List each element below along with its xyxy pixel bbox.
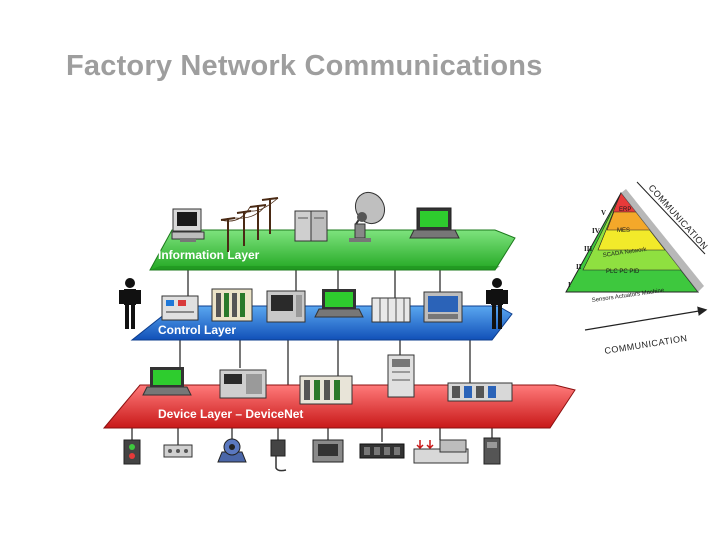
plc-rack-icon [211, 288, 253, 322]
terminal-block-icon [359, 443, 405, 459]
pyramid-level-plc: PLC PC PID [606, 269, 640, 275]
pyramid-level-erp: ERP [619, 207, 631, 213]
laptop-icon [314, 289, 364, 318]
pyramid-level-mes: MES [617, 228, 630, 234]
device-layer-upper [142, 354, 513, 405]
controller-rack-icon [371, 297, 411, 323]
info-devices [171, 191, 460, 252]
motor-starter-icon [312, 439, 344, 463]
communication-label-bottom: COMMUNICATION [604, 333, 688, 356]
control-layer-label: Control Layer [158, 323, 236, 337]
communication-arrow-top [636, 181, 706, 255]
satellite-dish-icon [349, 191, 386, 242]
connector-lines [131, 243, 493, 445]
person-icon [486, 278, 508, 329]
sensor-module-icon [163, 444, 193, 458]
communication-pyramid: ERP MES SCADA Network PLC PC PID Sensors… [565, 189, 704, 304]
information-layer-label: Information Layer [158, 248, 260, 262]
laptop-icon [142, 367, 192, 396]
drive-unit-icon [483, 437, 501, 465]
control-devices [161, 288, 463, 323]
workstation-icon [171, 208, 205, 242]
server-rack-icon [294, 210, 328, 242]
drive-panel-icon [219, 369, 267, 399]
hmi-panel-icon [266, 290, 306, 323]
person-icon [119, 278, 141, 329]
laptop-icon [409, 207, 460, 239]
valve-manifold-icon [413, 439, 469, 464]
proximity-sensor-icon [270, 439, 287, 472]
pyramid-roman-2: II [576, 263, 582, 271]
drive-cabinet-icon [387, 354, 415, 398]
field-devices [123, 437, 501, 472]
io-module-icon [447, 382, 513, 402]
information-layer: Information Layer [149, 229, 516, 271]
operator-terminal-icon [423, 291, 463, 323]
pyramid-roman-4: IV [592, 227, 600, 235]
power-line-icon [220, 197, 279, 252]
push-button-station-icon [123, 439, 141, 465]
pyramid-roman-1: I [568, 281, 571, 289]
slide-title: Factory Network Communications [66, 50, 543, 82]
pyramid-roman-3: III [584, 245, 592, 253]
io-module-icon [161, 295, 199, 321]
communication-arrow-bottom [584, 306, 708, 331]
plc-rack-icon [299, 375, 353, 405]
device-layer-label: Device Layer – DeviceNet [158, 407, 303, 421]
bearing-block-icon [217, 438, 247, 463]
pyramid-roman-5: V [601, 209, 606, 217]
